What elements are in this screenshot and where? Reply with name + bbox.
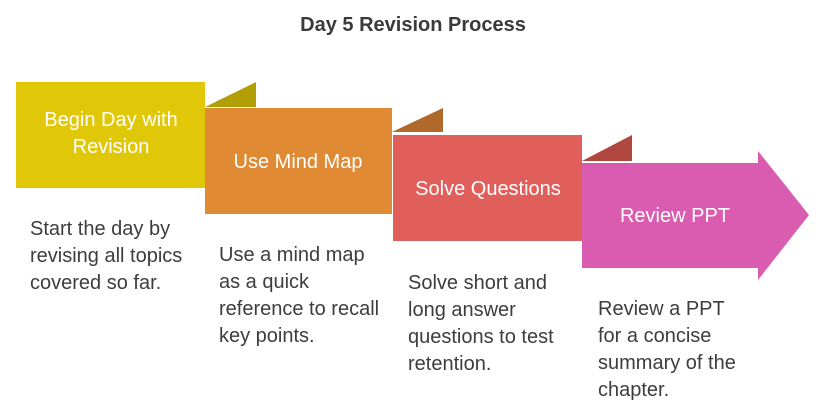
step-4-arrow: [582, 151, 809, 280]
step-1-shape: [16, 82, 205, 188]
step-1-label: Begin Day with Revision: [44, 109, 178, 158]
step-3-shape: [393, 135, 582, 241]
step-1-description: Start the day by revising all topics cov…: [30, 218, 183, 294]
step-2-label: Use Mind Map: [233, 150, 363, 173]
step-3-fold: [582, 135, 632, 161]
step-4-label: Review PPT: [619, 204, 731, 227]
step-2-shape: [205, 108, 392, 214]
step-3-label: Solve Questions: [415, 177, 561, 200]
step-4-description: Review a PPT for a concise summary of th…: [598, 298, 736, 401]
diagram-title: Day 5 Revision Process: [300, 14, 526, 36]
step-2-fold: [392, 108, 443, 132]
step-3-description: Solve short and long answer questions to…: [408, 272, 554, 375]
step-2-description: Use a mind map as a quick reference to r…: [219, 244, 380, 347]
step-1-fold: [205, 82, 256, 107]
